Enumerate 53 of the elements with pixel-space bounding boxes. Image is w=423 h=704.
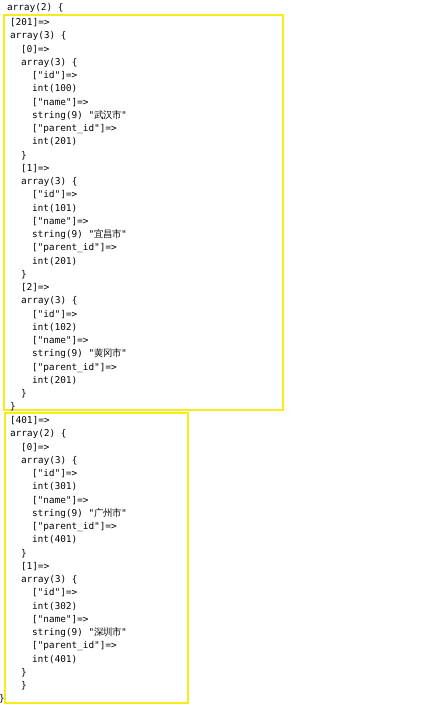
- code-line: ["id"]=>: [32, 189, 78, 202]
- code-line: ["name"]=>: [32, 494, 88, 506]
- code-line: ["id"]=>: [32, 308, 78, 320]
- code-line: string(9) "黄冈市": [32, 348, 127, 360]
- code-line: array(3) {: [21, 56, 78, 69]
- highlight-box: [3, 14, 284, 411]
- code-line: string(9) "深圳市": [32, 627, 127, 639]
- code-line: int(401): [32, 534, 78, 546]
- code-line: int(201): [32, 374, 78, 387]
- code-line: ["parent_id"]=>: [32, 123, 117, 135]
- code-line: ["id"]=>: [32, 468, 78, 480]
- code-line: int(401): [32, 654, 78, 666]
- code-line: [0]=>: [21, 44, 50, 56]
- code-line: ["parent_id"]=>: [32, 521, 117, 533]
- code-line: array(2) {: [10, 428, 66, 440]
- code-line: string(9) "宜昌市": [32, 229, 127, 241]
- code-line: int(201): [32, 256, 78, 268]
- code-line: int(301): [32, 481, 78, 494]
- code-line: int(302): [32, 600, 78, 612]
- code-line: string(9) "武汉市": [32, 110, 127, 122]
- code-line: ["name"]=>: [32, 96, 88, 108]
- code-line: int(100): [32, 83, 78, 96]
- code-line: }: [21, 666, 27, 679]
- code-line: ["name"]=>: [32, 216, 88, 228]
- code-line: [0]=>: [21, 442, 50, 454]
- code-line: int(101): [32, 202, 78, 214]
- code-line: }: [21, 548, 27, 560]
- code-line: [401]=>: [10, 415, 50, 427]
- code-line: array(2) {: [7, 2, 64, 14]
- code-line: [1]=>: [21, 560, 50, 573]
- code-line: }: [0, 693, 5, 704]
- code-line: int(201): [32, 136, 78, 148]
- code-line: ["id"]=>: [32, 587, 78, 600]
- code-line: }: [21, 388, 27, 400]
- code-line: array(3) {: [21, 574, 78, 586]
- code-line: ["parent_id"]=>: [32, 242, 117, 254]
- code-line: ["id"]=>: [32, 70, 78, 82]
- code-line: }: [21, 680, 27, 692]
- code-line: array(3) {: [21, 454, 78, 467]
- code-line: string(9) "广州市": [32, 508, 127, 520]
- code-line: }: [21, 268, 27, 281]
- code-line: array(3) {: [10, 30, 66, 42]
- code-line: int(102): [32, 322, 78, 334]
- code-line: [1]=>: [21, 162, 50, 175]
- code-line: [2]=>: [21, 282, 50, 294]
- code-line: ["parent_id"]=>: [32, 640, 117, 652]
- code-line: ["parent_id"]=>: [32, 362, 117, 374]
- code-line: [201]=>: [10, 17, 50, 29]
- code-line: array(3) {: [21, 295, 78, 308]
- code-line: ["name"]=>: [32, 335, 88, 347]
- code-line: array(3) {: [21, 176, 78, 188]
- code-line: ["name"]=>: [32, 614, 88, 626]
- code-line: }: [21, 150, 27, 162]
